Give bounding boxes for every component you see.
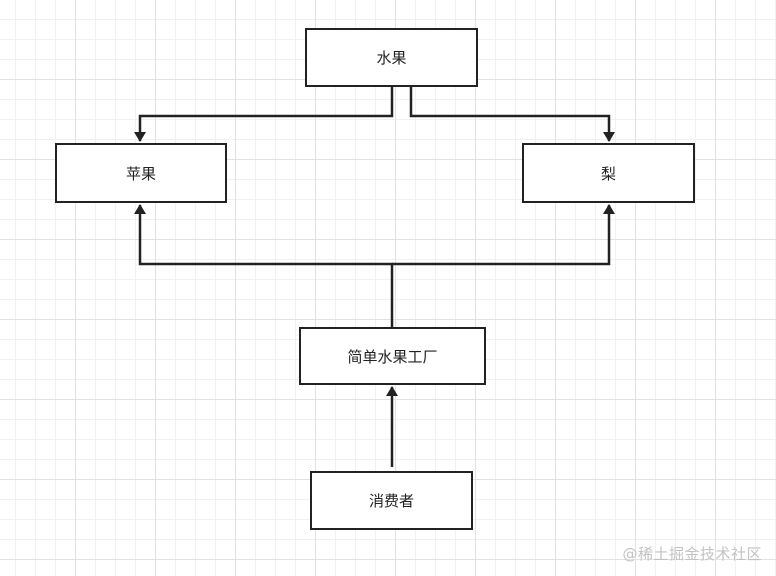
factory-node-label: 简单水果工厂 xyxy=(347,347,438,366)
fruit-to-apple-arrow xyxy=(134,87,394,142)
consumer-node: 消费者 xyxy=(310,471,473,530)
apple-node: 苹果 xyxy=(55,143,227,203)
factory-to-apple-arrow xyxy=(134,204,394,327)
factory-to-pear-arrow xyxy=(392,204,615,266)
watermark: @稀土掘金技术社区 xyxy=(622,545,762,563)
fruit-to-pear-arrow xyxy=(409,87,615,142)
pear-node-label: 梨 xyxy=(600,164,616,183)
consumer-node-label: 消费者 xyxy=(368,492,414,510)
pear-node: 梨 xyxy=(522,143,695,203)
apple-node-label: 苹果 xyxy=(125,164,156,183)
fruit-node-label: 水果 xyxy=(376,49,407,67)
fruit-node: 水果 xyxy=(305,28,478,87)
factory-node: 简单水果工厂 xyxy=(299,327,486,385)
